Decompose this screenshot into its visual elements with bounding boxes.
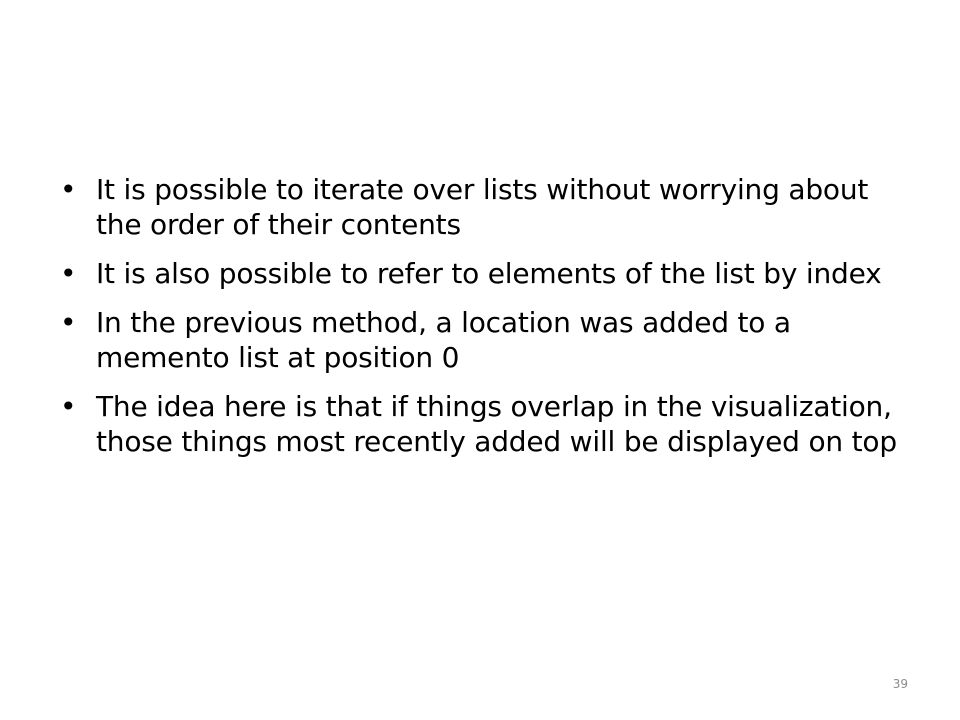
bullet-text: In the previous method, a location was a… xyxy=(96,306,791,374)
bullet-item: • The idea here is that if things overla… xyxy=(60,389,900,459)
page-number: 39 xyxy=(892,677,908,691)
bullet-item: • It is possible to iterate over lists w… xyxy=(60,172,900,242)
bullet-icon: • xyxy=(60,257,77,290)
bullet-text: It is also possible to refer to elements… xyxy=(96,257,882,290)
bullet-item: • In the previous method, a location was… xyxy=(60,305,900,375)
slide-content: • It is possible to iterate over lists w… xyxy=(60,172,900,473)
bullet-icon: • xyxy=(60,173,77,206)
bullet-text: The idea here is that if things overlap … xyxy=(96,390,897,458)
bullet-icon: • xyxy=(60,306,77,339)
bullet-text: It is possible to iterate over lists wit… xyxy=(96,173,869,241)
bullet-item: • It is also possible to refer to elemen… xyxy=(60,256,900,291)
bullet-icon: • xyxy=(60,390,77,423)
bullet-list: • It is possible to iterate over lists w… xyxy=(60,172,900,459)
